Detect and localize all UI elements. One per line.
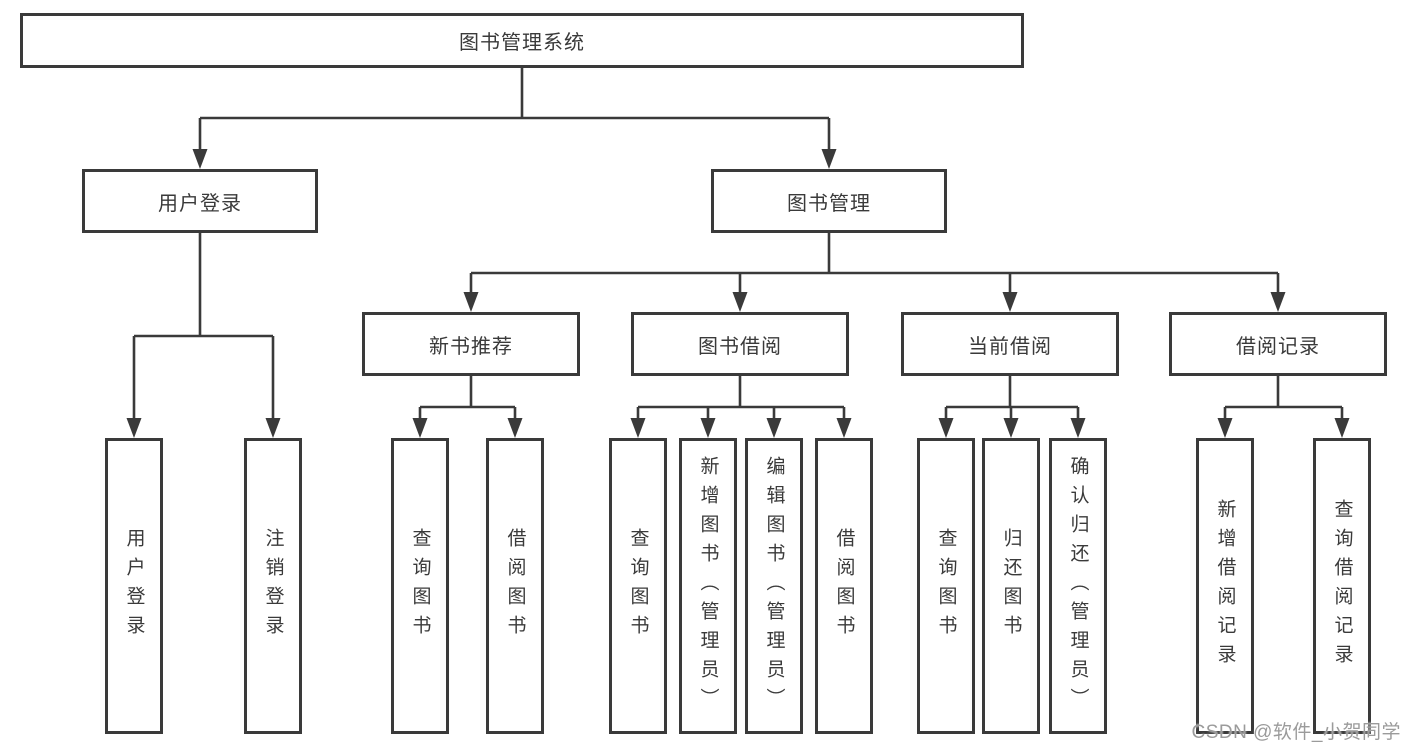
- node-confirm-return-admin: 确认归还（管理员）: [1049, 438, 1107, 734]
- node-borrow-books-recommend: 借阅图书: [486, 438, 544, 734]
- arrowhead-icons: [126, 149, 1350, 438]
- node-query-books-recommend: 查询图书: [391, 438, 449, 734]
- node-label: 查询图书: [627, 528, 649, 644]
- node-new-book-recommendation: 新书推荐: [362, 312, 580, 376]
- node-label: 确认归还（管理员）: [1067, 455, 1089, 717]
- node-label: 当前借阅: [968, 335, 1052, 358]
- node-label: 新增借阅记录: [1214, 499, 1236, 673]
- node-label: 新增图书（管理员）: [697, 455, 719, 717]
- node-label: 借阅记录: [1236, 335, 1320, 358]
- node-label: 注销登录: [262, 528, 284, 644]
- node-library-management-system: 图书管理系统: [20, 13, 1024, 68]
- node-label: 新书推荐: [429, 335, 513, 358]
- node-add-borrow-record: 新增借阅记录: [1196, 438, 1254, 734]
- node-add-books-admin: 新增图书（管理员）: [679, 438, 737, 734]
- node-label: 查询图书: [409, 528, 431, 644]
- node-label: 编辑图书（管理员）: [763, 455, 785, 717]
- node-logout-login: 注销登录: [244, 438, 302, 734]
- node-book-management: 图书管理: [711, 169, 947, 233]
- node-label: 图书管理系统: [459, 32, 585, 54]
- node-borrowing-records: 借阅记录: [1169, 312, 1387, 376]
- node-label: 借阅图书: [833, 528, 855, 644]
- node-book-borrowing: 图书借阅: [631, 312, 849, 376]
- node-label: 用户登录: [123, 528, 145, 644]
- node-query-books-borrowing: 查询图书: [609, 438, 667, 734]
- node-label: 图书借阅: [698, 335, 782, 358]
- node-query-borrow-record: 查询借阅记录: [1313, 438, 1371, 734]
- connector-root-to-level2: [198, 67, 831, 150]
- csdn-watermark: CSDN @软件_小贺同学: [1191, 722, 1401, 743]
- node-label: 图书管理: [787, 192, 871, 215]
- connector-borrowing-records-children: [1223, 376, 1344, 419]
- node-user-login: 用户登录: [82, 169, 318, 233]
- connector-user-login-children: [132, 233, 275, 419]
- connector-new-book-children: [418, 376, 517, 419]
- connector-current-borrowing-children: [944, 376, 1080, 419]
- node-user-login-leaf: 用户登录: [105, 438, 163, 734]
- connector-book-management-children: [469, 233, 1280, 293]
- node-label: 借阅图书: [504, 528, 526, 644]
- node-edit-books-admin: 编辑图书（管理员）: [745, 438, 803, 734]
- connector-book-borrowing-children: [636, 376, 846, 419]
- node-return-books: 归还图书: [982, 438, 1040, 734]
- node-label: 查询图书: [935, 528, 957, 644]
- node-label: 用户登录: [158, 192, 242, 215]
- node-query-books-current: 查询图书: [917, 438, 975, 734]
- node-label: 查询借阅记录: [1331, 499, 1353, 673]
- node-label: 归还图书: [1000, 528, 1022, 644]
- node-current-borrowing: 当前借阅: [901, 312, 1119, 376]
- node-borrow-books-leaf: 借阅图书: [815, 438, 873, 734]
